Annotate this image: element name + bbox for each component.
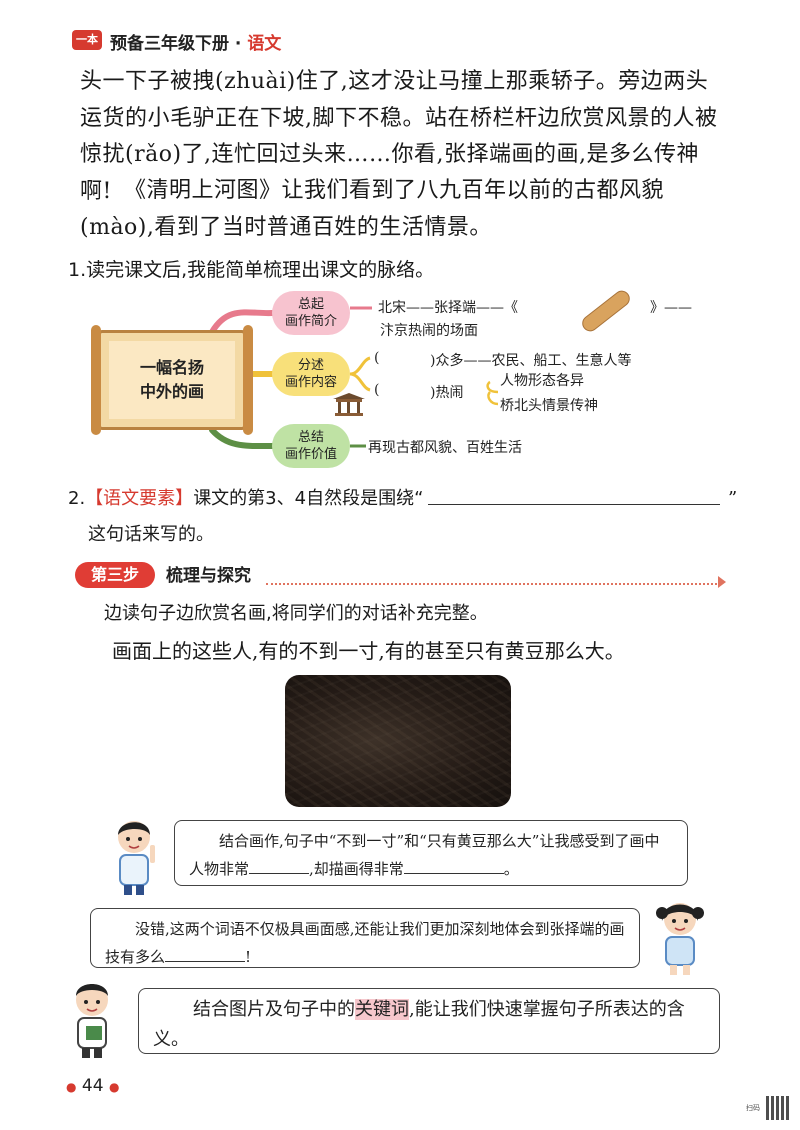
tip-text-a: 结合图片及句子中的 (193, 999, 355, 1020)
question-2-number: 2. (68, 488, 86, 509)
page-number-value: 44 (81, 1076, 104, 1096)
question-2-text-1: 课文的第3、4自然段是围绕“ (193, 488, 424, 509)
node-detail: 分述 画作内容 (272, 352, 350, 396)
header-separator: · (234, 34, 242, 54)
qr-code-icon[interactable] (766, 1096, 790, 1120)
center-line-2: 中外的画 (139, 382, 204, 401)
node-summary: 总结 画作价值 (272, 424, 350, 468)
subject-label: 语文 (247, 34, 282, 54)
bubble-2-text-b: ! (245, 948, 252, 966)
bubble-1-text-b: ,却描画得非常 (309, 860, 404, 878)
passage-paragraph-2: 《清明上河图》让我们看到了八九百年以前的古都风貌(mào),看到了当时普通百姓的… (80, 178, 665, 240)
pavilion-icon (333, 393, 365, 416)
node-detail-line-1: 分述 (297, 358, 324, 373)
instruction-text: 边读句子边欣赏名画,将同学们的对话补充完整。 (104, 603, 488, 624)
speech-bubble-girl: 没错,这两个词语不仅极具画面感,还能让我们更加深刻地体会到张择端的画技有多么! (90, 908, 640, 968)
tip-keyword-highlight: 关键词 (355, 999, 409, 1020)
painting-image (285, 675, 511, 807)
question-2: 2.【语文要素】课文的第3、4自然段是围绕“ (68, 481, 748, 517)
question-2-text-2: 这句话来写的。 (88, 524, 214, 545)
bubble-2-blank[interactable] (165, 946, 246, 962)
detail-b-open: ( (374, 382, 380, 398)
tip-bubble: 结合图片及句子中的关键词,能让我们快速掌握句子所表达的含义。 (138, 988, 720, 1054)
node-intro-line-2: 画作简介 (284, 314, 337, 329)
bubble-1-text-a: 结合画作,句子中“不到一寸”和“只有黄豆那么大”让我感受到了画中人物非常 (189, 832, 660, 878)
quoted-sentence: 画面上的这些人,有的不到一寸,有的甚至只有黄豆那么大。 (112, 639, 625, 663)
girl-student-icon (656, 903, 704, 975)
passage-paragraph-1: 头一下子被拽(zhuài)住了,这才没让马撞上那乘轿子。旁边两头运货的小毛驴正在… (80, 69, 718, 204)
node-summary-line-2: 画作价值 (284, 447, 337, 462)
node-detail-line-2: 画作内容 (284, 375, 337, 390)
page-header-title: 预备三年级下册 · 语文 (110, 29, 281, 54)
bubble-1-blank-2[interactable] (403, 858, 504, 874)
dot-icon: ● (66, 1080, 77, 1094)
detail-a-sub: 人物形态各异 (500, 373, 584, 389)
mind-map-center-scroll: 一幅名扬 中外的画 (91, 325, 253, 435)
qr-label: 扫码 (746, 1104, 760, 1112)
question-1-label: 1.读完课文后,我能简单梳理出课文的脉络。 (68, 259, 435, 281)
node-intro-line-1: 总起 (297, 297, 324, 312)
step-divider (266, 583, 721, 585)
series-badge: 一本 (72, 30, 102, 50)
tip-text-b: ,能让我们快速掌握句子所表达的含义。 (153, 999, 685, 1050)
summary-text: 再现古都风貌、百姓生活 (368, 440, 522, 456)
intro-text-1: 北宋——张择端——《 (378, 300, 518, 316)
element-tag: 【语文要素】 (85, 488, 194, 509)
boy-student-icon (118, 821, 155, 895)
detail-a-text: )众多——农民、船工、生意人等 (430, 353, 632, 369)
center-line-1: 一幅名扬 (139, 358, 204, 377)
detail-a-open: ( (374, 350, 380, 366)
detail-b-text: )热闹 (430, 385, 464, 401)
bubble-1-text-c: 。 (503, 860, 519, 878)
boy-teacher-icon (76, 984, 108, 1058)
question-2-close-quote: ” (728, 488, 738, 509)
step-arrow-icon (718, 576, 726, 588)
question-2-answer-blank[interactable] (428, 504, 720, 505)
bubble-2-text-a: 没错,这两个词语不仅极具画面感,还能让我们更加深刻地体会到张择端的画技有多么 (105, 920, 625, 966)
book-title: 预备三年级下册 (110, 34, 229, 54)
dot-icon: ● (108, 1080, 120, 1094)
intro-text-2: 》—— (650, 300, 692, 316)
speech-bubble-boy-1: 结合画作,句子中“不到一寸”和“只有黄豆那么大”让我感受到了画中人物非常,却描画… (174, 820, 688, 886)
node-intro: 总起 画作简介 (272, 291, 350, 335)
intro-text-3: 汴京热闹的场面 (380, 323, 478, 339)
detail-b-sub: 桥北头情景传神 (500, 398, 598, 414)
node-summary-line-1: 总结 (297, 430, 324, 445)
page-number: ● 44 ● (66, 1076, 119, 1096)
step-3-badge: 第三步 (75, 562, 155, 588)
step-3-title: 梳理与探究 (166, 566, 251, 586)
bubble-1-blank-1[interactable] (249, 858, 310, 874)
